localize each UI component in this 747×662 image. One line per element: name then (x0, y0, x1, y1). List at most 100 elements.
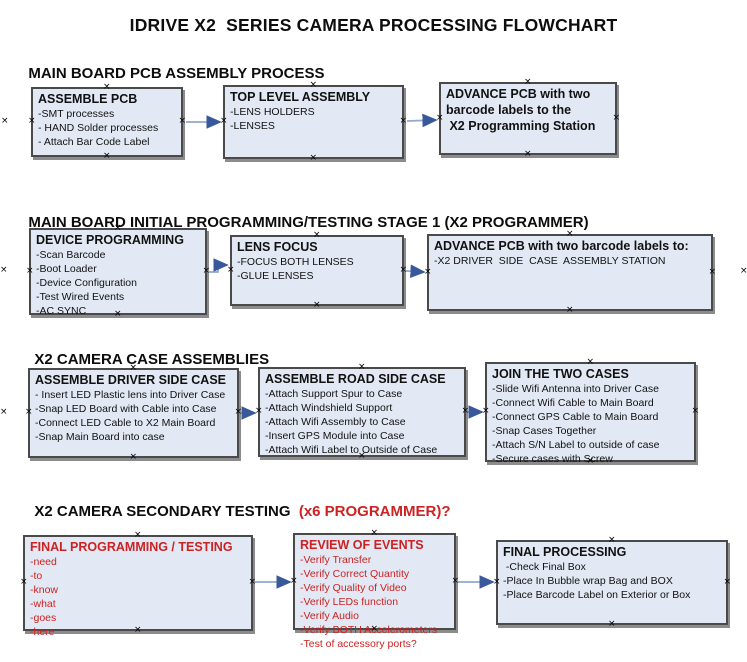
text-line: ADVANCE PCB with two (446, 87, 591, 101)
text-line: ASSEMBLE PCB (38, 92, 138, 106)
box-title: FINAL PROGRAMMING / TESTING (30, 539, 246, 555)
anchor-x-icon: × (723, 576, 731, 587)
flow-box-review-of-events: REVIEW OF EVENTS -Verify Transfer-Verify… (290, 529, 459, 651)
text-line: FINAL PROCESSING (503, 545, 627, 559)
anchor-x-icon: × (25, 407, 33, 417)
text-line: -Snap Cases Together (492, 425, 597, 437)
box-title: ADVANCE PCB with two barcode labels to th… (446, 86, 610, 134)
text-line: -Connect GPS Cable to Main Board (492, 411, 659, 423)
text-line: DEVICE PROGRAMMING (36, 233, 184, 247)
text-line: - HAND Solder processes (38, 122, 159, 134)
text-line: -LENSES (230, 120, 275, 132)
text-line: -Boot Loader (36, 263, 97, 275)
anchor-x-icon: × (290, 575, 298, 586)
section-heading-text: X2 CAMERA CASE ASSEMBLIES (34, 351, 270, 368)
anchor-x-icon: × (248, 577, 256, 587)
box-title: TOP LEVEL ASSEMBLY (230, 89, 397, 105)
text-line: - Attach Bar Code Label (38, 136, 150, 148)
section-heading-secondary-testing: X2 CAMERA SECONDARY TESTING (x6 PROGRAMM… (26, 486, 450, 520)
box-items: -SMT processes - HAND Solder processes - A… (38, 107, 176, 149)
anchor-x-icon: × (708, 266, 716, 277)
anchor-x-icon: × (524, 149, 532, 159)
text-line: -Snap LED Board with Cable into Case (35, 403, 217, 415)
text-line: -Attach Wifi Label to Outside of Case (265, 444, 438, 456)
text-line: -Check Final Box (503, 561, 586, 573)
text-line: -Connect Wifi Cable to Main Board (492, 397, 654, 409)
text-line: -Place In Bubble wrap Bag and BOX (503, 575, 673, 587)
text-line: ADVANCE PCB with two barcode labels to: (434, 239, 689, 253)
anchor-x-icon: × (399, 116, 407, 126)
anchor-x-icon: × (0, 265, 8, 275)
box-items: -FOCUS BOTH LENSES-GLUE LENSES (237, 255, 397, 283)
anchor-x-icon: × (1, 116, 9, 126)
box-items: -Scan Barcode-Boot Loader-Device Configu… (36, 248, 200, 318)
text-line: -Place Barcode Label on Exterior or Box (503, 589, 691, 601)
box-title: DEVICE PROGRAMMING (36, 232, 200, 248)
text-line: -here (30, 626, 55, 638)
text-line: -Attach S/N Label to outside of case (492, 439, 660, 451)
text-line: -Attach Windshield Support (265, 402, 393, 414)
anchor-x-icon: × (20, 577, 28, 587)
arrow-toplevel-to-advance (406, 113, 438, 128)
section-heading-initial-programming: MAIN BOARD INITIAL PROGRAMMING/TESTING S… (20, 197, 589, 231)
page-title: IDRIVE X2 SERIES CAMERA PROCESSING FLOWC… (129, 15, 618, 35)
text-line: -Slide Wifi Antenna into Driver Case (492, 383, 659, 395)
anchor-x-icon: × (234, 407, 242, 417)
text-line: barcode labels to the (446, 103, 572, 117)
flow-box-final-processing: FINAL PROCESSING -Check Final Box -Place … (493, 536, 731, 629)
anchor-x-icon: × (493, 576, 501, 587)
text-line: ASSEMBLE ROAD SIDE CASE (265, 372, 446, 386)
section-heading-text: X2 CAMERA SECONDARY TESTING (34, 503, 295, 520)
anchor-x-icon: × (309, 153, 318, 163)
flow-box-advance-pcb-programming-station: ADVANCE PCB with two barcode labels to th… (436, 78, 620, 159)
anchor-x-icon: × (612, 112, 620, 123)
text-line: -SMT processes (38, 108, 115, 120)
arrow-device-to-lensfocus (208, 258, 229, 273)
anchor-x-icon: × (26, 265, 34, 276)
text-line: -LENS HOLDERS (230, 106, 315, 118)
text-line: - Insert LED Plastic lens into Driver Ca… (35, 389, 226, 401)
anchor-x-icon: × (313, 300, 321, 310)
anchor-x-icon: × (202, 265, 210, 276)
flow-box-assemble-pcb: ASSEMBLE PCB -SMT processes - HAND Solder… (28, 83, 186, 161)
box-title: JOIN THE TWO CASES (492, 366, 689, 382)
text-line: -Verify Audio (300, 610, 359, 622)
box-title: FINAL PROCESSING (503, 544, 721, 560)
section-heading-case-assemblies: X2 CAMERA CASE ASSEMBLIES (26, 334, 269, 368)
anchor-x-icon: × (129, 452, 138, 462)
text-line: -X2 DRIVER SIDE CASE ASSEMBLY STATION (434, 255, 666, 267)
anchor-x-icon: × (255, 406, 263, 416)
anchor-x-icon: × (227, 264, 235, 275)
text-line: REVIEW OF EVENTS (300, 538, 424, 552)
text-line: -Insert GPS Module into Case (265, 430, 405, 442)
text-line: -Verify Quality of Video (300, 582, 407, 594)
flow-box-device-programming: DEVICE PROGRAMMING -Scan Barcode-Boot Lo… (26, 224, 210, 319)
anchor-x-icon: × (178, 116, 186, 126)
box-title: ASSEMBLE PCB (38, 91, 176, 107)
anchor-x-icon: × (399, 264, 407, 275)
text-line: X2 Programming Station (446, 119, 596, 133)
anchor-x-icon: × (691, 406, 699, 416)
anchor-x-icon: × (436, 112, 444, 123)
box-title: ASSEMBLE ROAD SIDE CASE (265, 371, 459, 387)
flow-box-advance-pcb-driver-side-station: ADVANCE PCB with two barcode labels to: … (424, 230, 716, 315)
text-line: -Attach Support Spur to Case (265, 388, 403, 400)
anchor-x-icon: × (0, 407, 8, 417)
text-line: -Attach Wifi Assembly to Case (265, 416, 406, 428)
anchor-x-icon: × (220, 116, 228, 126)
section-heading-text: MAIN BOARD INITIAL PROGRAMMING/TESTING S… (28, 214, 589, 231)
box-items: - Insert LED Plastic lens into Driver Ca… (35, 388, 232, 444)
text-line: -AC SYNC (36, 305, 87, 317)
text-line: -goes (30, 612, 57, 624)
anchor-x-icon: × (424, 266, 432, 277)
box-items: -Slide Wifi Antenna into Driver Case -Con… (492, 382, 689, 466)
flow-box-assemble-road-side-case: ASSEMBLE ROAD SIDE CASE -Attach Support … (255, 363, 469, 461)
box-items: -Check Final Box -Place In Bubble wrap Ba… (503, 560, 721, 602)
anchor-x-icon: × (28, 116, 36, 126)
anchor-x-icon: × (461, 406, 469, 416)
flow-box-lens-focus: LENS FOCUS -FOCUS BOTH LENSES-GLUE LENSE… (227, 231, 407, 310)
anchor-x-icon: × (103, 151, 111, 161)
text-line: -Verify Correct Quantity (300, 568, 410, 580)
text-line: -Test of accessory ports? (300, 638, 417, 650)
